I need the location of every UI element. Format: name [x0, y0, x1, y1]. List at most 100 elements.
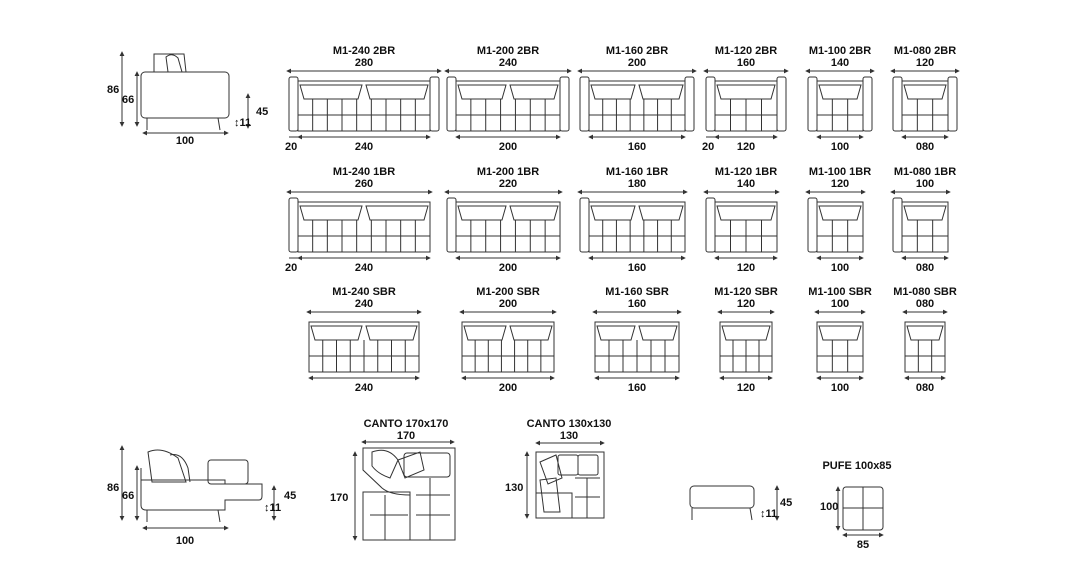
side-bottom-leg-value: 11: [269, 502, 282, 514]
module-title: M1-160 1BR: [605, 166, 669, 178]
module-2-0: [306, 309, 422, 381]
module-title: M1-240 2BR: [332, 45, 396, 57]
module-2-3: [717, 309, 775, 381]
module-seat-width: 240: [354, 141, 374, 153]
module-width: 120: [915, 57, 935, 69]
side-profile-top: [119, 51, 251, 136]
module-width: 220: [498, 178, 518, 190]
module-title: M1-080 2BR: [893, 45, 957, 57]
module-1-4: [805, 189, 866, 261]
pufe-seat-height: 45: [780, 497, 793, 509]
canto-170-title: CANTO 170x170: [363, 418, 449, 430]
side-top-leg-value: 11: [239, 117, 252, 129]
module-width: 260: [354, 178, 374, 190]
module-seat-width: 200: [498, 262, 518, 274]
canto-130-title: CANTO 130x130: [526, 418, 612, 430]
side-top-height-total: 86: [107, 84, 120, 96]
module-drawings: [286, 68, 960, 381]
module-seat-width: 160: [627, 262, 647, 274]
module-width: 280: [354, 57, 374, 69]
module-title: M1-240 1BR: [332, 166, 396, 178]
module-seat-width: 100: [830, 382, 850, 394]
module-seat-width: 080: [915, 141, 935, 153]
side-bottom-seat-height: 45: [284, 490, 297, 502]
module-title: M1-120 SBR: [714, 286, 778, 298]
canto-170-drawing: [352, 439, 456, 541]
module-2-5: [902, 309, 948, 381]
module-0-2: [577, 68, 697, 140]
module-seat-width: 240: [354, 382, 374, 394]
module-title: M1-100 SBR: [808, 286, 872, 298]
canto-130-drawing: [524, 440, 605, 519]
pufe-title: PUFE 100x85: [822, 460, 892, 472]
module-width: 240: [354, 298, 374, 310]
module-title: M1-160 2BR: [605, 45, 669, 57]
module-width: 120: [830, 178, 850, 190]
module-1-5: [890, 189, 951, 261]
canto-170-height: 170: [330, 492, 349, 504]
canto-130-width: 130: [559, 430, 579, 442]
module-1-1: [444, 189, 563, 261]
side-profile-bottom: [119, 445, 277, 531]
module-seat-width: 160: [627, 382, 647, 394]
module-width: 080: [915, 298, 935, 310]
module-seat-width: 080: [915, 262, 935, 274]
module-0-3: [703, 68, 789, 140]
side-bottom-height-seat-back: 66: [122, 490, 135, 502]
module-title: M1-120 1BR: [714, 166, 778, 178]
module-1-0: [286, 189, 433, 261]
module-width: 160: [627, 298, 647, 310]
pufe-side-drawing: [689, 485, 780, 521]
canto-170-width: 170: [396, 430, 416, 442]
module-width: 120: [736, 298, 756, 310]
module-width: 200: [498, 298, 518, 310]
module-width: 180: [627, 178, 647, 190]
module-seat-width: 100: [830, 262, 850, 274]
module-title: M1-100 2BR: [808, 45, 872, 57]
module-arm-width: 20: [285, 141, 298, 153]
module-title: M1-200 SBR: [476, 286, 540, 298]
module-seat-width: 120: [736, 382, 756, 394]
module-width: 160: [736, 57, 756, 69]
side-bottom-height-total: 86: [107, 482, 120, 494]
module-title: M1-160 SBR: [605, 286, 669, 298]
module-width: 200: [627, 57, 647, 69]
module-0-0: [286, 68, 442, 140]
module-1-2: [577, 189, 688, 261]
module-seat-width: 120: [736, 262, 756, 274]
module-arm-width: 20: [702, 141, 715, 153]
module-0-1: [444, 68, 572, 140]
pufe-depth: 100: [820, 501, 839, 513]
module-seat-width: 080: [915, 382, 935, 394]
pufe-leg-value: 11: [765, 508, 778, 520]
side-top-leg-height: ↕11: [234, 117, 252, 129]
module-title: M1-100 1BR: [808, 166, 872, 178]
module-width: 140: [830, 57, 850, 69]
module-seat-width: 120: [736, 141, 756, 153]
side-top-depth: 100: [175, 135, 195, 147]
module-width: 100: [830, 298, 850, 310]
module-title: M1-240 SBR: [332, 286, 396, 298]
module-width: 100: [915, 178, 935, 190]
module-seat-width: 160: [627, 141, 647, 153]
module-arm-width: 20: [285, 262, 298, 274]
module-seat-width: 200: [498, 382, 518, 394]
module-title: M1-120 2BR: [714, 45, 778, 57]
side-top-height-seat-back: 66: [122, 94, 135, 106]
module-seat-width: 240: [354, 262, 374, 274]
module-title: M1-080 1BR: [893, 166, 957, 178]
module-title: M1-200 1BR: [476, 166, 540, 178]
module-width: 140: [736, 178, 756, 190]
module-0-5: [890, 68, 960, 140]
side-bottom-depth: 100: [175, 535, 195, 547]
module-seat-width: 100: [830, 141, 850, 153]
side-top-seat-height: 45: [256, 106, 269, 118]
pufe-width: 85: [856, 539, 870, 551]
canto-130-height: 130: [505, 482, 524, 494]
module-seat-width: 200: [498, 141, 518, 153]
module-1-3: [703, 189, 780, 261]
module-width: 240: [498, 57, 518, 69]
module-title: M1-200 2BR: [476, 45, 540, 57]
side-bottom-leg-height: ↕11: [264, 502, 282, 514]
